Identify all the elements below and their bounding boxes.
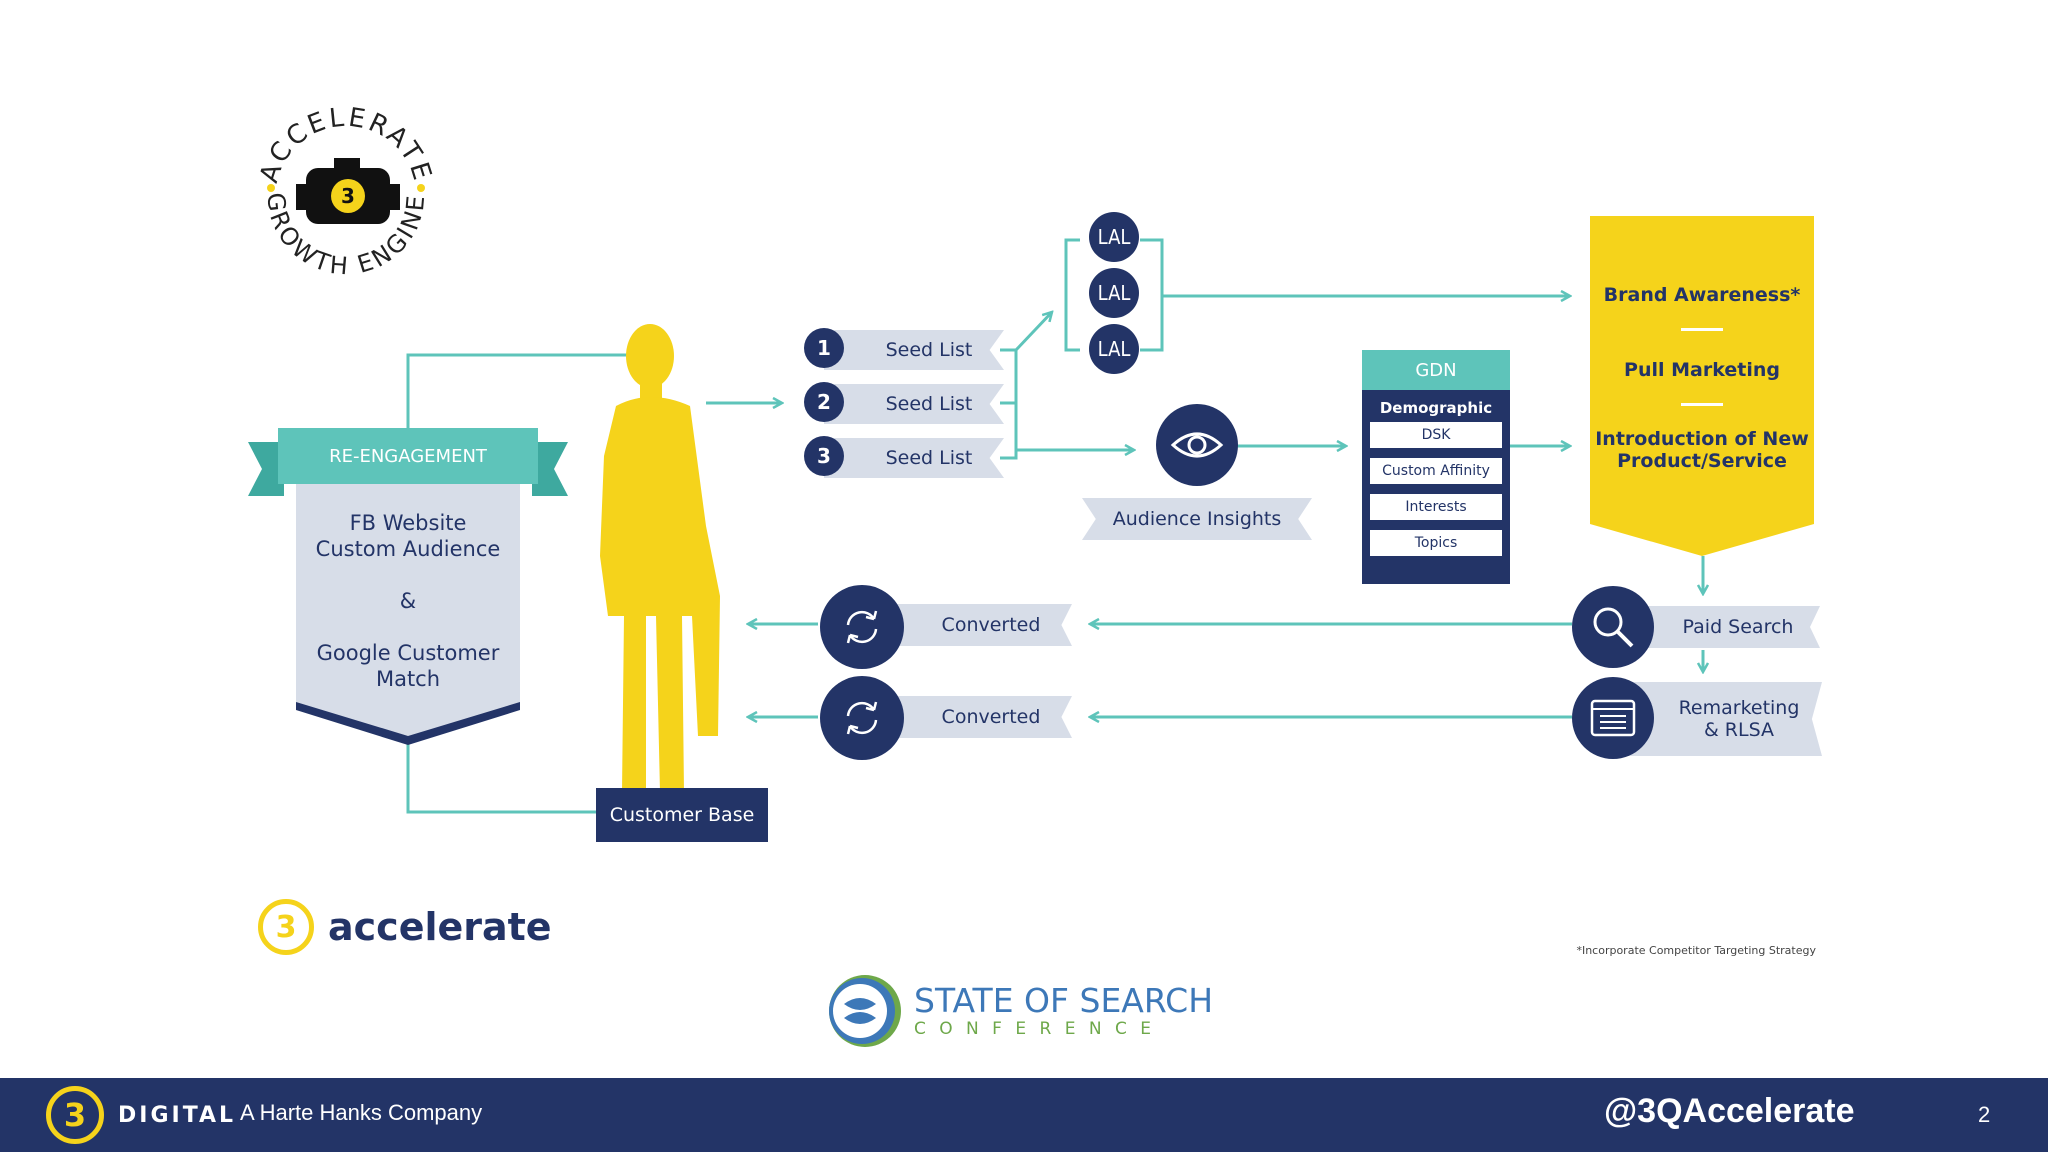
footer-company: A Harte Hanks Company: [240, 1100, 483, 1125]
engine-icon: 3: [267, 158, 425, 224]
seed-list-2: Seed List 2: [804, 380, 1004, 426]
refresh-icon: [820, 585, 904, 669]
footnote: *Incorporate Competitor Targeting Strate…: [1576, 944, 1816, 957]
state-of-search-logo: STATE OF SEARCH C O N F E R E N C E: [826, 970, 1246, 1052]
footer-bar: 3 DIGITAL A Harte Hanks Company @3QAccel…: [0, 1078, 2048, 1152]
gdn-subheader: Demographic: [1379, 399, 1493, 417]
browser-window-icon: [1572, 677, 1654, 759]
goal-new-product-line2: Product/Service: [1617, 450, 1787, 472]
svg-text:GROWTH ENGINE: GROWTH ENGINE: [261, 191, 430, 280]
gdn-item-custom-affinity: Custom Affinity: [1370, 458, 1502, 484]
seed-list-label: Seed List: [885, 447, 973, 469]
goal-divider: [1681, 403, 1723, 406]
goal-divider: [1681, 328, 1723, 331]
audience-insights-text: Audience Insights: [1112, 508, 1282, 530]
footer-logo-mark: 3: [46, 1086, 104, 1144]
lal-circle-2: LAL: [1089, 268, 1139, 318]
reengagement-line3: Google Customer: [316, 641, 500, 665]
eye-icon: [1156, 404, 1238, 486]
seed-number-badge: 2: [804, 382, 844, 422]
engine-arc-text: ACCELERATE GROWTH ENGINE: [246, 96, 446, 296]
remarketing-line2: & RLSA: [1703, 719, 1775, 741]
reengagement-line2: Custom Audience: [315, 537, 501, 561]
footer-logo-char: 3: [63, 1096, 87, 1134]
engine-top-text: ACCELERATE: [254, 103, 434, 187]
seed-list-3: Seed List 3: [804, 434, 1004, 480]
person-silhouette-icon: [600, 324, 720, 792]
reengagement-line1: FB Website: [349, 511, 467, 535]
gdn-box: GDN Demographic DSK Custom Affinity Inte…: [1362, 350, 1510, 584]
goal-new-product-line1: Introduction of New: [1595, 428, 1809, 450]
seed-list-1: Seed List 1: [804, 326, 1004, 372]
engine-bottom-text: GROWTH ENGINE: [261, 191, 427, 280]
seed-number-badge: 3: [804, 436, 844, 476]
lal-circle-3: LAL: [1089, 324, 1139, 374]
seed-list-label: Seed List: [885, 339, 973, 361]
gdn-item-dsk: DSK: [1370, 422, 1502, 448]
reengagement-shield: FB Website Custom Audience & Google Cust…: [296, 480, 520, 745]
accelerate-logo-word: accelerate: [328, 905, 552, 949]
gdn-item-topics: Topics: [1370, 530, 1502, 556]
audience-insights-label: Audience Insights: [1082, 498, 1312, 540]
accelerate-logo-mark: 3: [258, 899, 314, 955]
state-of-search-title: STATE OF SEARCH: [914, 981, 1214, 1020]
converted-text: Converted: [941, 614, 1041, 636]
accelerate-logo: 3 accelerate: [258, 894, 552, 960]
footer-page-number: 2: [1978, 1102, 1991, 1127]
search-icon: [1572, 586, 1654, 668]
refresh-icon: [820, 676, 904, 760]
seed-list-label: Seed List: [885, 393, 973, 415]
gdn-item-interests: Interests: [1370, 494, 1502, 520]
accelerate-logo-char: 3: [275, 909, 297, 945]
reengagement-amp: &: [399, 589, 417, 613]
growth-engine-badge: 3: [246, 96, 446, 296]
goals-banner: Brand Awareness* Pull Marketing Introduc…: [1590, 216, 1814, 556]
remarketing-line1: Remarketing: [1678, 697, 1800, 719]
footer-logo-word: DIGITAL: [118, 1102, 237, 1128]
state-of-search-icon: [829, 975, 901, 1047]
converted-text: Converted: [941, 706, 1041, 728]
reengagement-line4: Match: [375, 667, 441, 691]
reengagement-banner-text: RE-ENGAGEMENT: [329, 445, 487, 467]
footer-logo: 3 DIGITAL: [46, 1086, 236, 1144]
goal-pull-marketing: Pull Marketing: [1624, 359, 1780, 381]
paid-search-text: Paid Search: [1682, 616, 1794, 638]
reengagement-banner: RE-ENGAGEMENT: [248, 428, 568, 496]
seed-number-badge: 1: [804, 328, 844, 368]
svg-text:ACCELERATE: ACCELERATE: [254, 103, 437, 187]
lal-circle-1: LAL: [1089, 212, 1139, 262]
customer-base-label: Customer Base: [596, 788, 768, 842]
state-of-search-subtitle: C O N F E R E N C E: [914, 1019, 1156, 1039]
footer-handle: @3QAccelerate: [1604, 1092, 1855, 1130]
gdn-header: GDN: [1362, 350, 1510, 390]
goal-brand-awareness: Brand Awareness*: [1603, 284, 1801, 306]
engine-badge-char: 3: [341, 184, 355, 208]
